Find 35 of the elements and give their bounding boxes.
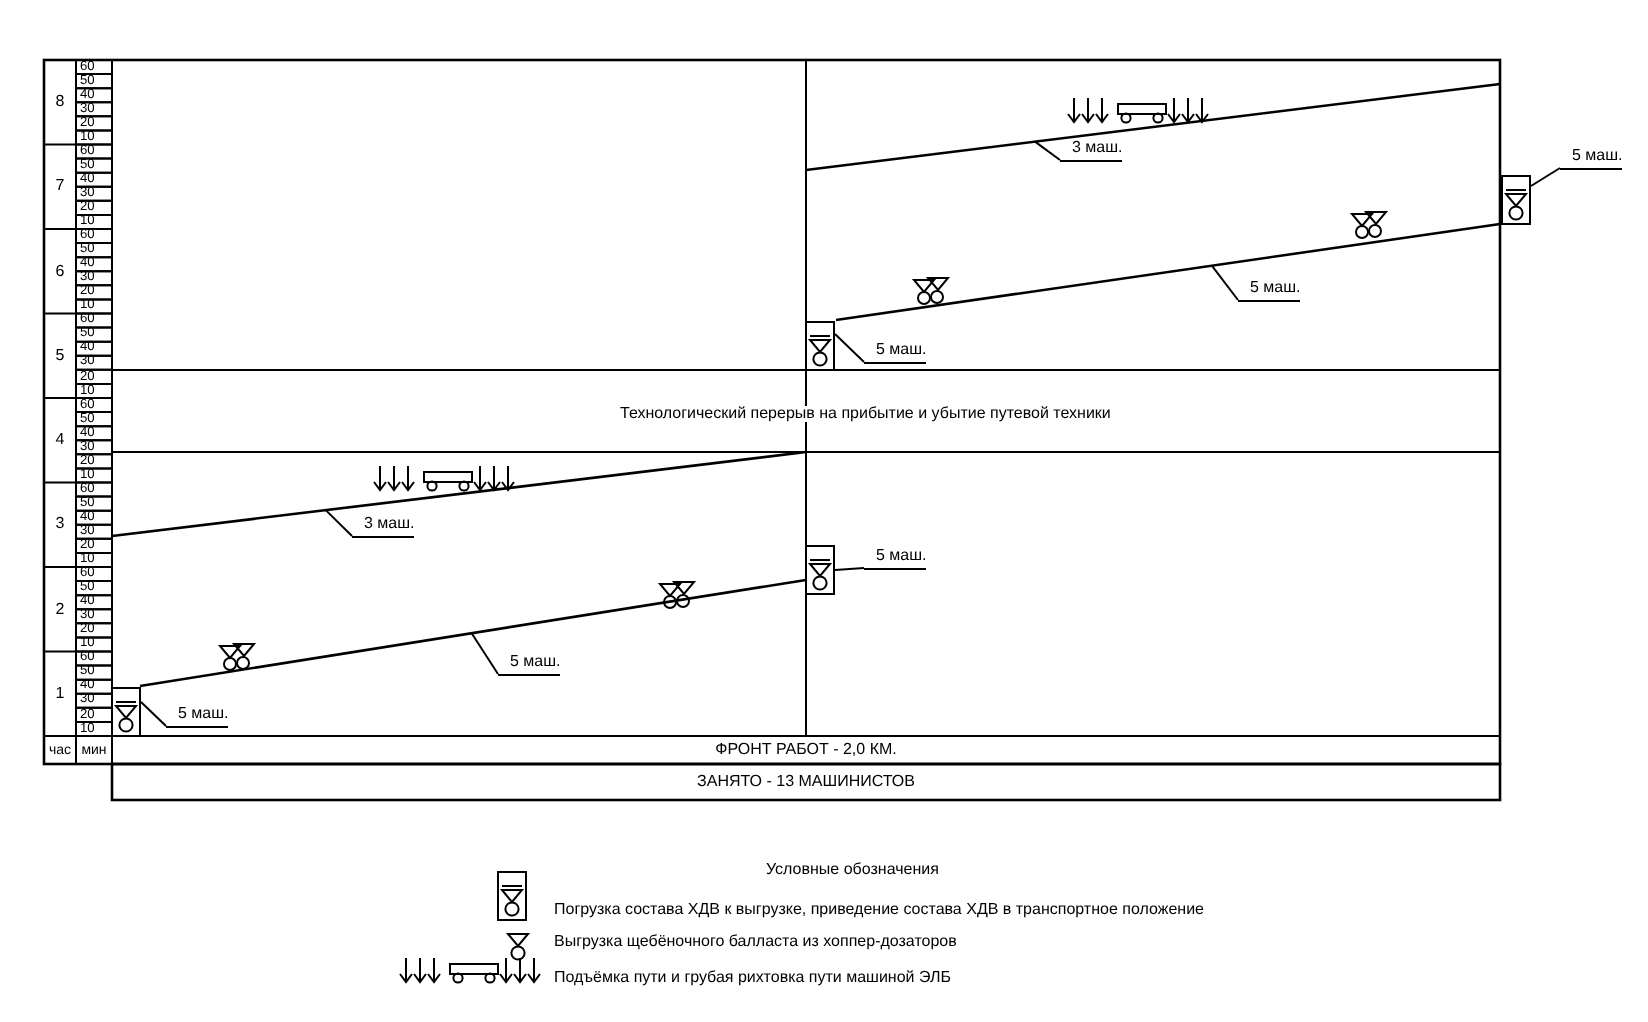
- legend-text: Погрузка состава ХДВ к выгрузке, приведение состава ХДВ в транспортное положение: [554, 902, 1204, 918]
- leader-line: [324, 509, 353, 537]
- note-text: Технологический перерыв на прибытие и убытие путевой техники: [620, 406, 1111, 422]
- leader-label: 5 маш.: [1560, 148, 1623, 170]
- legend-text: Выгрузка щебёночного балласта из хоппер-дозаторов: [554, 934, 957, 950]
- loading-train-icon: [805, 545, 835, 595]
- leader-line: [834, 333, 865, 363]
- hour-label: 4: [53, 432, 67, 449]
- legend-title: Условные обозначения: [766, 862, 939, 878]
- loading-train-icon: [1501, 175, 1531, 225]
- loading-train-icon: [805, 321, 835, 371]
- loading-train-icon: [111, 687, 141, 737]
- leader-label: 5 маш.: [864, 342, 927, 364]
- leader-line: [1210, 264, 1239, 301]
- hour-label: 2: [53, 601, 67, 618]
- hour-label: 5: [53, 347, 67, 364]
- leader-line: [834, 567, 865, 571]
- hour-label: 6: [53, 263, 67, 280]
- leader-line: [1530, 167, 1561, 187]
- leader-label: 5 маш.: [166, 706, 229, 728]
- schedule-line: [805, 82, 1501, 172]
- schedule-line: [835, 222, 1501, 322]
- table-text: ЗАНЯТО - 13 МАШИНИСТОВ: [695, 774, 917, 790]
- hour-label: 3: [53, 516, 67, 533]
- leader-line: [1034, 140, 1061, 161]
- hour-label: 1: [53, 685, 67, 702]
- legend-text: Подъёмка пути и грубая рихтовка пути машиной ЭЛБ: [554, 970, 951, 986]
- table-text: ФРОНТ РАБОТ - 2,0 КМ.: [713, 742, 899, 758]
- hour-label: 8: [53, 94, 67, 111]
- schedule-line: [111, 450, 807, 538]
- leader-line: [470, 632, 499, 675]
- leader-label: 5 маш.: [864, 548, 927, 570]
- hour-label: 7: [53, 178, 67, 195]
- leader-line: [140, 701, 167, 727]
- schedule-line: [139, 578, 807, 688]
